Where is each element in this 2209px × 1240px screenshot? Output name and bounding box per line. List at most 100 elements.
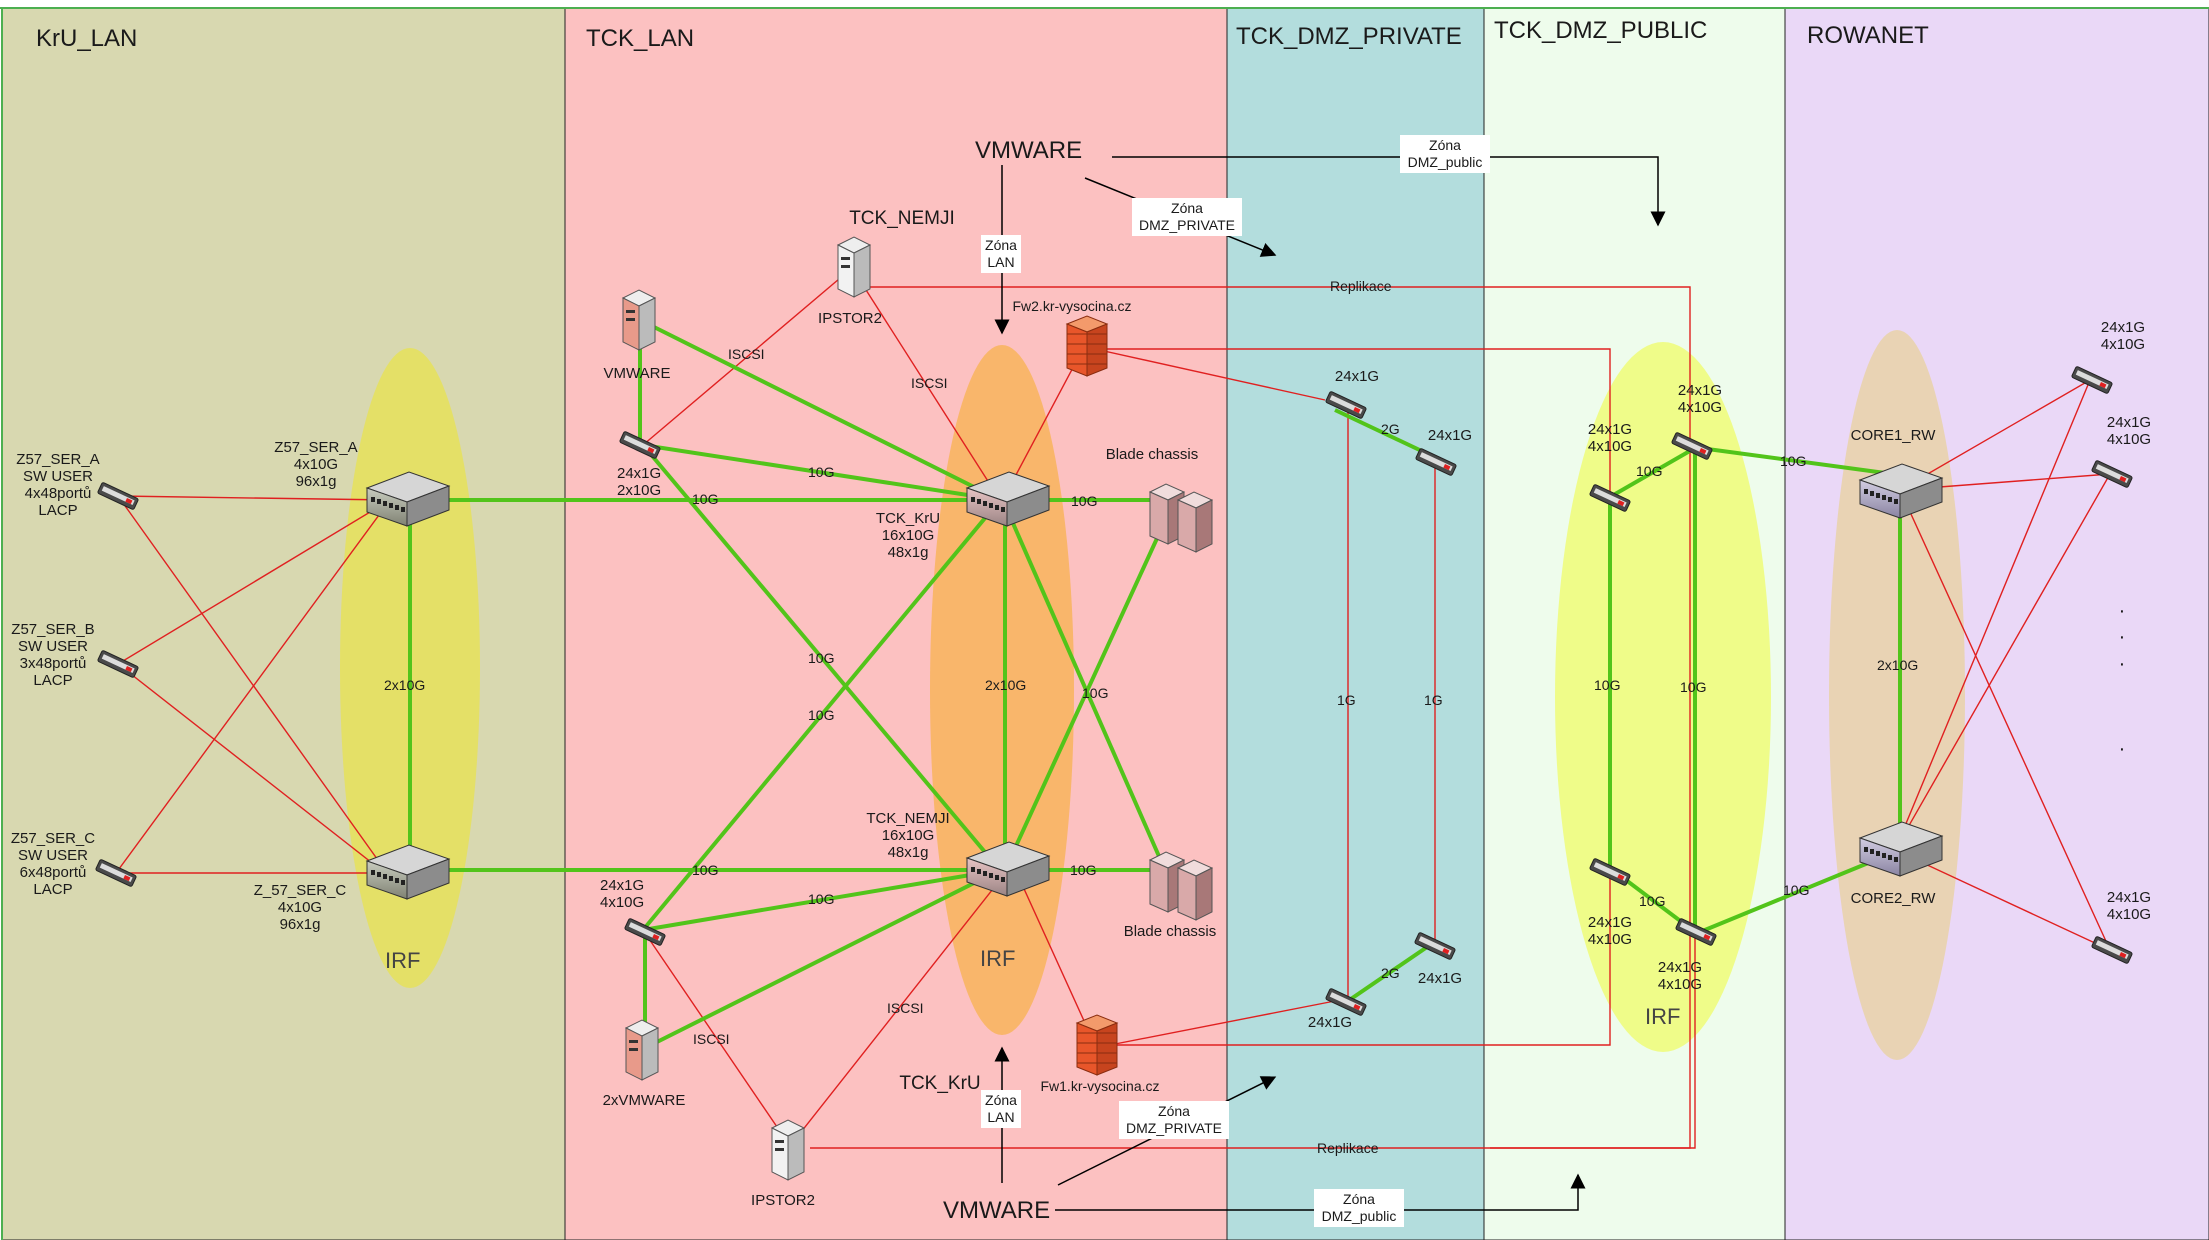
switch-rowanet-3-label: 24x1G — [2107, 889, 2151, 906]
copper-links — [115, 267, 2111, 1149]
server-ipstor-bottom-site-label: TCK_KrU — [899, 1073, 980, 1094]
core-switch-z57-ser-c-label: Z_57_SER_C — [254, 882, 347, 899]
link-label-irf-tck: 2x10G — [985, 677, 1026, 693]
core-switch-z57-ser-a-label: 4x10G — [294, 456, 338, 473]
server-vmware-bottom — [624, 1019, 660, 1081]
core-switch-tck-kru-label: 48x1g — [888, 544, 929, 561]
link-label-irf-kru: 2x10G — [384, 677, 425, 693]
core-switch-tck-kru — [965, 471, 1051, 527]
zone-title-tck-lan: TCK_LAN — [586, 25, 694, 52]
switch-dmz-public-bl — [1589, 858, 1631, 886]
switch-dmz-private-bl-label: 24x1G — [1308, 1014, 1352, 1031]
switch-rowanet-3-label: 4x10G — [2107, 906, 2151, 923]
link-label-10g: 10G — [1680, 679, 1706, 695]
link-label-1g: 1G — [1424, 692, 1443, 708]
switch-z57-ser-c-left-label: LACP — [33, 881, 72, 898]
switch-rowanet-2-label: 24x1G — [2107, 414, 2151, 431]
switch-tck-bottom-label: 4x10G — [600, 894, 644, 911]
vmware-source-bottom: VMWARE — [943, 1197, 1050, 1224]
rowanet-ellipsis-dot: · — [2119, 626, 2126, 648]
zone-notes: ZónaLANZónaLANZónaDMZ_PRIVATEZónaDMZ_PRI… — [981, 135, 1490, 1227]
zone-title-rowanet: ROWANET — [1807, 22, 1929, 49]
switch-dmz-public-br — [1675, 918, 1717, 946]
core-switch-z57-ser-c-label: 4x10G — [278, 899, 322, 916]
link-label-10g: 10G — [1780, 453, 1806, 469]
switch-z57-ser-b-left-label: LACP — [33, 672, 72, 689]
zone-note-dmz-public-bottom-line: Zóna — [1343, 1191, 1375, 1207]
switch-dmz-public-tl-label: 4x10G — [1588, 438, 1632, 455]
switch-dmz-public-bl-label: 24x1G — [1588, 914, 1632, 931]
switch-tck-bottom — [624, 918, 666, 946]
server-vmware-bottom-label: 2xVMWARE — [603, 1092, 686, 1109]
switch-z57-ser-b-left-label: Z57_SER_B — [11, 621, 94, 638]
zone-title-kru-lan: KrU_LAN — [36, 25, 137, 52]
link-label-10g: 10G — [1636, 463, 1662, 479]
zone-title-dmz-public: TCK_DMZ_PUBLIC — [1494, 17, 1707, 44]
switch-dmz-public-br-label: 4x10G — [1658, 976, 1702, 993]
server-ipstor-bottom — [770, 1119, 806, 1181]
switch-tck-top-label: 24x1G — [617, 465, 661, 482]
switch-dmz-public-tr — [1671, 432, 1713, 460]
devices: Z57_SER_ASW USER4x48portůLACPZ57_SER_BSW… — [11, 208, 2151, 1209]
link-label-10g: 10G — [1082, 685, 1108, 701]
blade-chassis-top — [1148, 483, 1214, 553]
switch-dmz-public-tl-label: 24x1G — [1588, 421, 1632, 438]
link-label-10g: 10G — [808, 464, 834, 480]
firewall-fw1-label: Fw1.kr-vysocina.cz — [1040, 1078, 1159, 1094]
switch-dmz-private-tl-label: 24x1G — [1335, 368, 1379, 385]
zone-tck-dmz-private — [1226, 7, 1485, 1240]
zone-note-dmz-public-top-line: Zóna — [1429, 137, 1461, 153]
zone-note-dmz-private-bottom-line: Zóna — [1158, 1103, 1190, 1119]
switch-z57-ser-c-left-label: 6x48portů — [20, 864, 87, 881]
switch-dmz-public-bl-label: 4x10G — [1588, 931, 1632, 948]
core-switch-z57-ser-a-label: 96x1g — [296, 473, 337, 490]
blade-chassis-bottom-label: Blade chassis — [1124, 923, 1217, 940]
firewall-fw2 — [1065, 315, 1109, 377]
switch-dmz-private-tl — [1325, 391, 1367, 419]
zone-note-dmz-public-top-line: DMZ_public — [1408, 154, 1483, 170]
switch-tck-top — [619, 431, 661, 459]
link-label-10g: 10G — [692, 862, 718, 878]
switch-dmz-private-br — [1414, 932, 1456, 960]
zone-note-lan-bottom-line: Zóna — [985, 1092, 1017, 1108]
core-switch-tck-nemji — [965, 841, 1051, 897]
switch-dmz-public-br-label: 24x1G — [1658, 959, 1702, 976]
core-switch-z57-ser-a-label: Z57_SER_A — [274, 439, 357, 456]
blade-chassis-top-label: Blade chassis — [1106, 446, 1199, 463]
link-label-10g: 10G — [808, 650, 834, 666]
zone-note-lan-top-line: LAN — [987, 254, 1014, 270]
zone-note-dmz-public-bottom-line: DMZ_public — [1322, 1208, 1397, 1224]
link-label-iscsi: ISCSI — [693, 1031, 730, 1047]
blade-chassis-bottom — [1148, 851, 1214, 921]
firewall-fw2-label: Fw2.kr-vysocina.cz — [1012, 298, 1131, 314]
link-label-10g: 10G — [692, 491, 718, 507]
switch-dmz-private-bl — [1325, 988, 1367, 1016]
server-ipstor-top-site-label: TCK_NEMJI — [849, 208, 955, 229]
link-label-2g: 2G — [1381, 965, 1400, 981]
switch-z57-ser-a-left-label: 4x48portů — [25, 485, 92, 502]
core-switch-core1-rw — [1858, 463, 1944, 519]
switch-z57-ser-b-left — [97, 650, 139, 678]
switch-z57-ser-b-left-label: SW USER — [18, 638, 88, 655]
link-label-replikace: Replikace — [1330, 278, 1392, 294]
switch-rowanet-2 — [2091, 460, 2133, 488]
link-label-iscsi: ISCSI — [728, 346, 765, 362]
switch-z57-ser-c-left — [95, 859, 137, 887]
switch-z57-ser-a-left — [97, 482, 139, 510]
server-vmware-top-label: VMWARE — [604, 365, 671, 382]
zone-note-dmz-private-top-line: Zóna — [1171, 200, 1203, 216]
vmware-source-top: VMWARE — [975, 137, 1082, 164]
server-ipstor-top-label: IPSTOR2 — [818, 310, 882, 327]
switch-z57-ser-c-left-label: SW USER — [18, 847, 88, 864]
switch-rowanet-1-label: 4x10G — [2101, 336, 2145, 353]
link-label-10g: 10G — [1783, 882, 1809, 898]
link-label-10g: 10G — [808, 891, 834, 907]
core-switch-z57-ser-c-label: 96x1g — [280, 916, 321, 933]
switch-dmz-private-tr-label: 24x1G — [1428, 427, 1472, 444]
link-label-10g: 10G — [1639, 893, 1665, 909]
switch-dmz-public-tr-label: 24x1G — [1678, 382, 1722, 399]
link-labels: 2x10G 2x10G 2x10G 10G 10G 10G 10G 10G 10… — [384, 278, 1918, 1156]
